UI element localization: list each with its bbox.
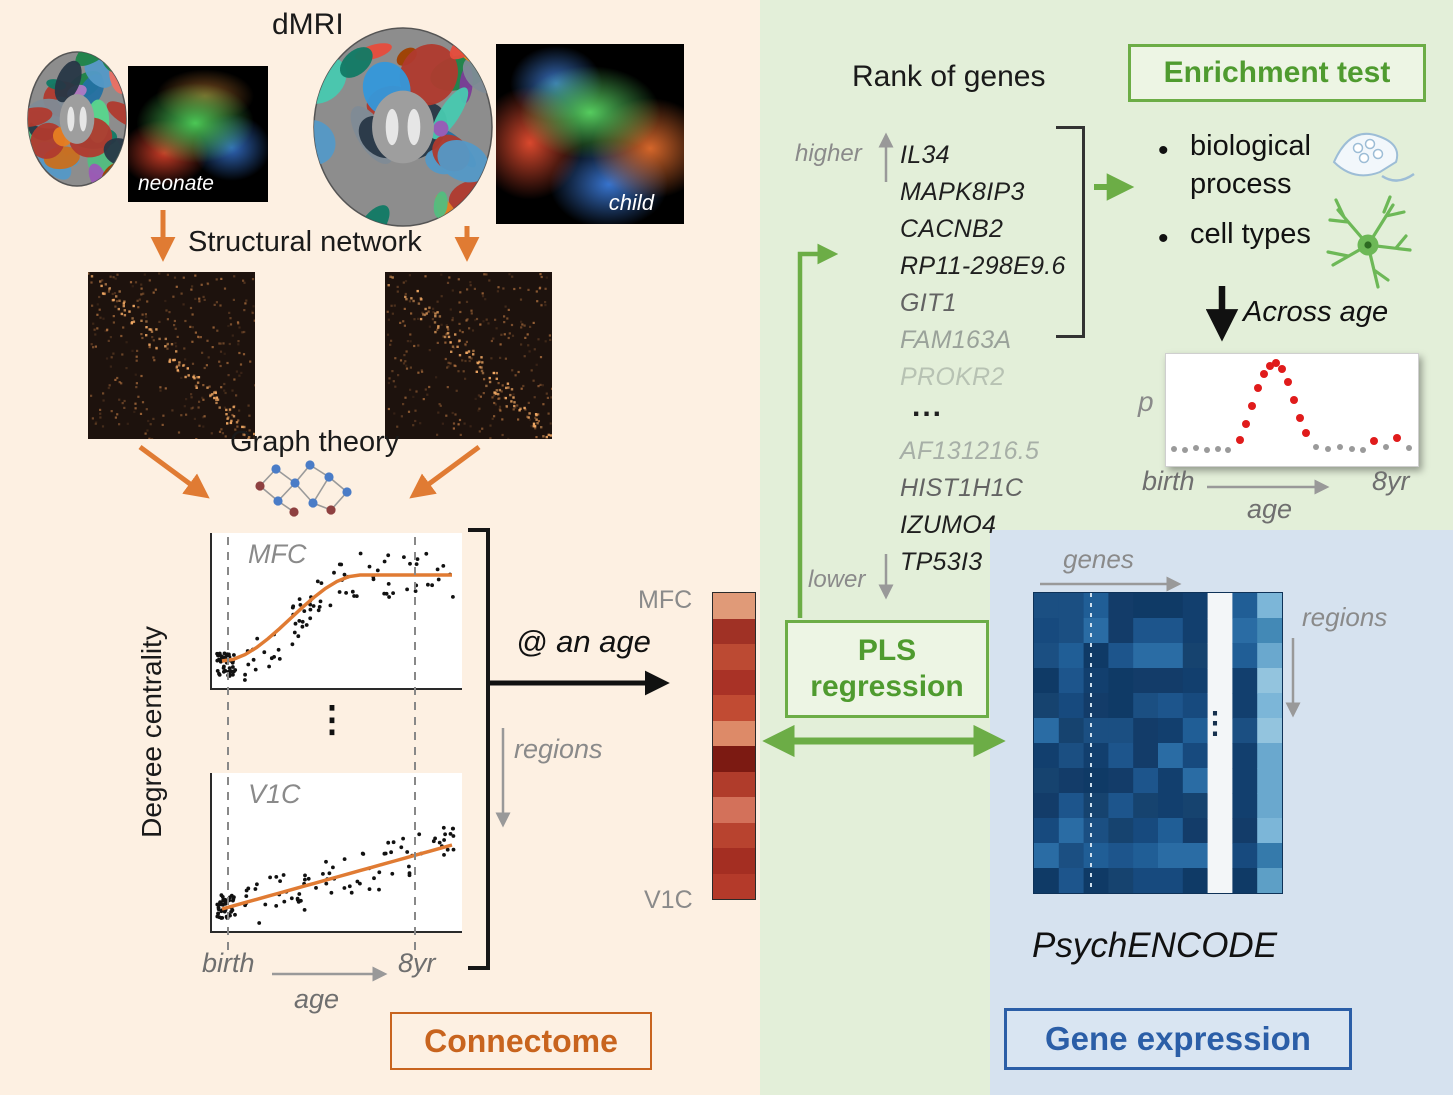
psychencode-label: PsychENCODE (1032, 926, 1278, 965)
gene-rp11-298e9-6: RP11-298E9.6 (900, 252, 1066, 280)
connectome-vector-heatmap (712, 592, 756, 900)
neonate-label: neonate (138, 172, 214, 195)
vector-cell (713, 695, 755, 721)
biological-process-bullet-glyph: • (1158, 134, 1169, 167)
across-age-label: Across age (1243, 296, 1389, 328)
regions-axis-left: regions (514, 734, 603, 764)
graph-network-icon (255, 460, 352, 517)
child-tractography-image: child (496, 44, 684, 224)
vector-top-label: MFC (638, 586, 693, 614)
p-axis-label: p (1138, 386, 1154, 417)
v1c-plot-label: V1C (248, 779, 301, 809)
vector-cell (713, 593, 755, 619)
gene-cacnb2: CACNB2 (900, 215, 1004, 243)
higher-label: higher (795, 140, 862, 167)
cell-types-bullet-glyph: • (1158, 222, 1169, 255)
vector-bottom-label: V1C (644, 886, 693, 914)
rank-of-genes-title: Rank of genes (852, 60, 1046, 93)
age-axis-left: age (294, 984, 340, 1014)
structural-network-title: Structural network (188, 226, 422, 258)
gene-list-bracket (1056, 126, 1085, 338)
gene-tp53i3: TP53I3 (900, 548, 983, 576)
gene-fam163a: FAM163A (900, 326, 1012, 354)
age-axis-right: age (1247, 494, 1293, 524)
child-parcellation-brain (313, 27, 493, 227)
plots-bracket (468, 528, 490, 970)
vector-cell (713, 822, 755, 848)
enrichment-test-badge: Enrichment test (1128, 44, 1426, 102)
vector-cell (713, 746, 755, 772)
birth-tick-left: birth (202, 948, 255, 978)
gene-hist1h1c: HIST1H1C (900, 474, 1024, 502)
pls-regression-badge: PLS regression (785, 620, 989, 718)
gene-git1: GIT1 (900, 289, 957, 317)
lower-label: lower (808, 566, 866, 593)
vector-cell (713, 618, 755, 644)
birth-tick-right: birth (1142, 466, 1195, 496)
graph-theory-title: Graph theory (230, 426, 400, 458)
neonate-tractography-image: neonate (128, 66, 268, 202)
child-label: child (608, 190, 654, 215)
mfc-degree-centrality-plot: MFC (210, 533, 462, 690)
structural-network-matrix-neonate (88, 272, 255, 439)
vector-cell (713, 644, 755, 670)
p-value-plot (1165, 353, 1419, 467)
structural-network-matrix-child (385, 272, 552, 439)
vector-cell (713, 669, 755, 695)
gene-izumo4: IZUMO4 (900, 511, 997, 539)
mfc-scatter-points (215, 551, 455, 682)
mfc-plot-label: MFC (248, 539, 307, 569)
gene-list-ellipsis: ... (912, 390, 944, 423)
regions-axis-right: regions (1302, 602, 1388, 632)
pls-badge-line1: PLS (857, 634, 917, 667)
gene-expression-heatmap (1033, 592, 1283, 894)
synapse-icon (1332, 132, 1415, 182)
connectome-badge: Connectome (390, 1012, 652, 1070)
vector-cell (713, 771, 755, 797)
neuron-icon (1326, 195, 1412, 289)
between-plots-ellipsis: ⋮ (314, 698, 350, 739)
eight-yr-tick-right: 8yr (1372, 466, 1410, 496)
vector-cell (713, 848, 755, 874)
eight-yr-tick-left: 8yr (398, 948, 436, 978)
v1c-degree-centrality-plot: V1C (210, 773, 462, 933)
cell-types-bullet: cell types (1190, 218, 1311, 250)
vector-cell (713, 873, 755, 899)
gene-prokr2: PROKR2 (900, 363, 1005, 391)
vector-cell (713, 720, 755, 746)
vector-cell (713, 797, 755, 823)
biological-process-bullet: biological process (1190, 130, 1311, 200)
pls-badge-line2: regression (810, 670, 964, 703)
at-an-age-label: @ an age (516, 624, 651, 659)
p-value-plot-dots (1171, 359, 1412, 453)
genes-axis-label: genes (1063, 544, 1134, 574)
dmri-title: dMRI (272, 8, 344, 41)
degree-centrality-axis-label: Degree centrality (136, 626, 167, 838)
gene-il34: IL34 (900, 141, 950, 169)
gene-af131216-5: AF131216.5 (900, 437, 1040, 465)
neonate-parcellation-brain (27, 51, 127, 187)
v1c-scatter-points (215, 825, 456, 925)
gene-mapk8ip3: MAPK8IP3 (900, 178, 1025, 206)
heatmap-ellipsis: ⋮ (1200, 707, 1230, 740)
gene-expression-badge: Gene expression (1004, 1008, 1352, 1070)
